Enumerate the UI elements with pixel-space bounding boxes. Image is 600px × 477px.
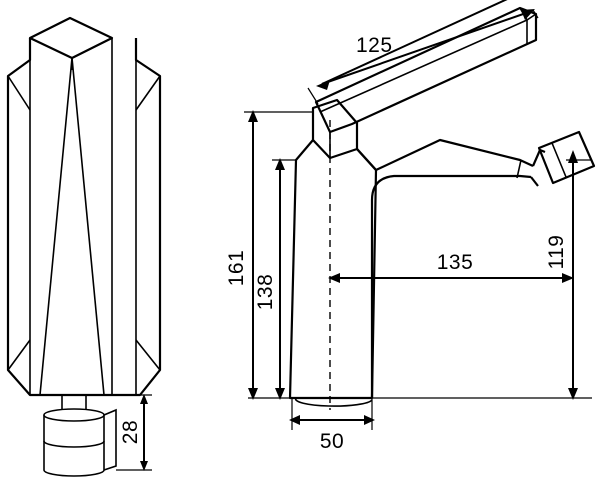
dim-label-125: 125 bbox=[356, 34, 393, 57]
base-cylinder-side-face bbox=[103, 408, 117, 471]
right-wing-top-bevel bbox=[135, 59, 161, 77]
dim161-arrow-bottom bbox=[248, 388, 258, 400]
dim28-arrow-bottom bbox=[140, 461, 148, 471]
right-wing-bottom-bevel bbox=[139, 369, 161, 396]
dim135-arrow-left bbox=[328, 273, 340, 283]
front-view-group bbox=[6, 16, 162, 477]
top-cap-face bbox=[28, 16, 114, 60]
dimension-group: 125 161 138 135 119 bbox=[119, 0, 592, 453]
dim125-ext-right bbox=[532, 9, 539, 19]
base-cylinder-bottom-ellipse bbox=[43, 469, 105, 477]
facet-right-taper bbox=[71, 57, 105, 396]
dim161-arrow-top bbox=[248, 110, 258, 122]
dim125-line bbox=[321, 0, 508, 85]
dim119-arrow-bottom bbox=[568, 388, 578, 400]
dim135-arrow-right bbox=[562, 273, 574, 283]
body-base-ellipse bbox=[294, 397, 373, 407]
facet-left-taper bbox=[39, 57, 73, 396]
spout-upper-outline bbox=[375, 138, 534, 171]
base-cylinder-top-ellipse bbox=[43, 408, 105, 422]
dim-label-161: 161 bbox=[225, 250, 248, 287]
dim-label-28: 28 bbox=[119, 420, 142, 444]
base-cylinder-seam bbox=[43, 440, 105, 448]
aerator-block bbox=[537, 130, 596, 185]
dim-label-135: 135 bbox=[437, 251, 474, 274]
side-view-group bbox=[248, 6, 596, 410]
aerator-block-seam bbox=[551, 142, 567, 178]
spout-lower-outline bbox=[370, 174, 532, 398]
left-wing-bottom-bevel bbox=[7, 369, 31, 396]
lever-handle-top-edge-highlight bbox=[319, 19, 528, 113]
dim125-ext-left bbox=[307, 87, 319, 105]
dim28-arrow-top bbox=[140, 394, 148, 404]
dim119-arrow-top bbox=[568, 150, 578, 163]
dim-label-50: 50 bbox=[320, 430, 344, 453]
spout-neck-seam bbox=[516, 159, 522, 179]
body-shoulder-right bbox=[356, 148, 377, 171]
dim50-arrow-right bbox=[364, 415, 375, 425]
dim125-line-visible bbox=[321, 11, 530, 85]
dim138-arrow-top bbox=[275, 158, 285, 170]
right-wing-inner-diagonal bbox=[135, 75, 161, 111]
right-wing-lower-diagonal bbox=[135, 339, 161, 371]
dim50-arrow-left bbox=[289, 415, 300, 425]
faucet-body-outline bbox=[288, 139, 378, 400]
dim-label-138: 138 bbox=[254, 274, 277, 311]
left-wing-top-bevel bbox=[7, 59, 31, 77]
left-wing-inner-diagonal bbox=[7, 75, 31, 111]
dim-label-119: 119 bbox=[545, 235, 568, 270]
aerator-stub-bottom bbox=[530, 176, 539, 187]
left-wing-lower-diagonal bbox=[7, 339, 31, 371]
dim125-arrow-right bbox=[521, 9, 535, 20]
dim138-arrow-bottom bbox=[275, 388, 285, 400]
